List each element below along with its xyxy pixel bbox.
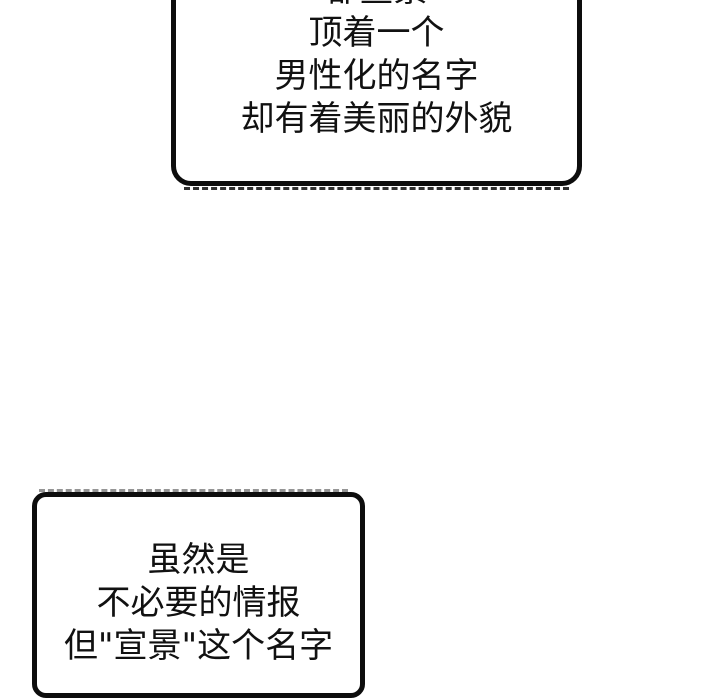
speech-line: 不必要的情报 bbox=[96, 583, 301, 623]
speech-line: 却有着美丽的外貌 bbox=[240, 99, 513, 139]
speech-line: 顶着一个 bbox=[308, 13, 445, 53]
speech-bubble-bottom: 虽然是 不必要的情报 但"宣景"这个名字 bbox=[32, 489, 365, 698]
speech-bubble-top-text: 都宣景 顶着一个 男性化的名字 却有着美丽的外貌 bbox=[176, 0, 577, 141]
speech-bubble-bottom-text: 虽然是 不必要的情报 但"宣景"这个名字 bbox=[37, 539, 360, 668]
speech-line-clipped: 都宣景 bbox=[176, 0, 577, 12]
speech-bubble-top: 都宣景 顶着一个 男性化的名字 却有着美丽的外貌 bbox=[171, 0, 582, 190]
speech-line: 但"宣景"这个名字 bbox=[63, 626, 334, 666]
speech-line: 虽然是 bbox=[147, 540, 250, 580]
speech-line: 男性化的名字 bbox=[274, 56, 479, 96]
